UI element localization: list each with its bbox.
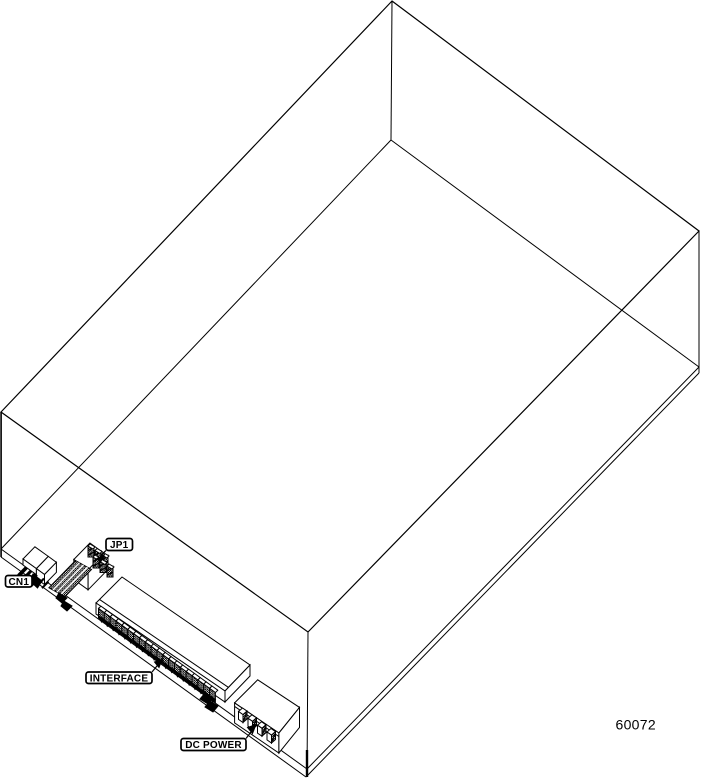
svg-text:CN1: CN1 (8, 577, 29, 588)
svg-text:60072: 60072 (616, 717, 656, 733)
svg-text:DC POWER: DC POWER (185, 740, 242, 751)
svg-text:JP1: JP1 (110, 540, 129, 551)
svg-text:INTERFACE: INTERFACE (90, 673, 149, 684)
